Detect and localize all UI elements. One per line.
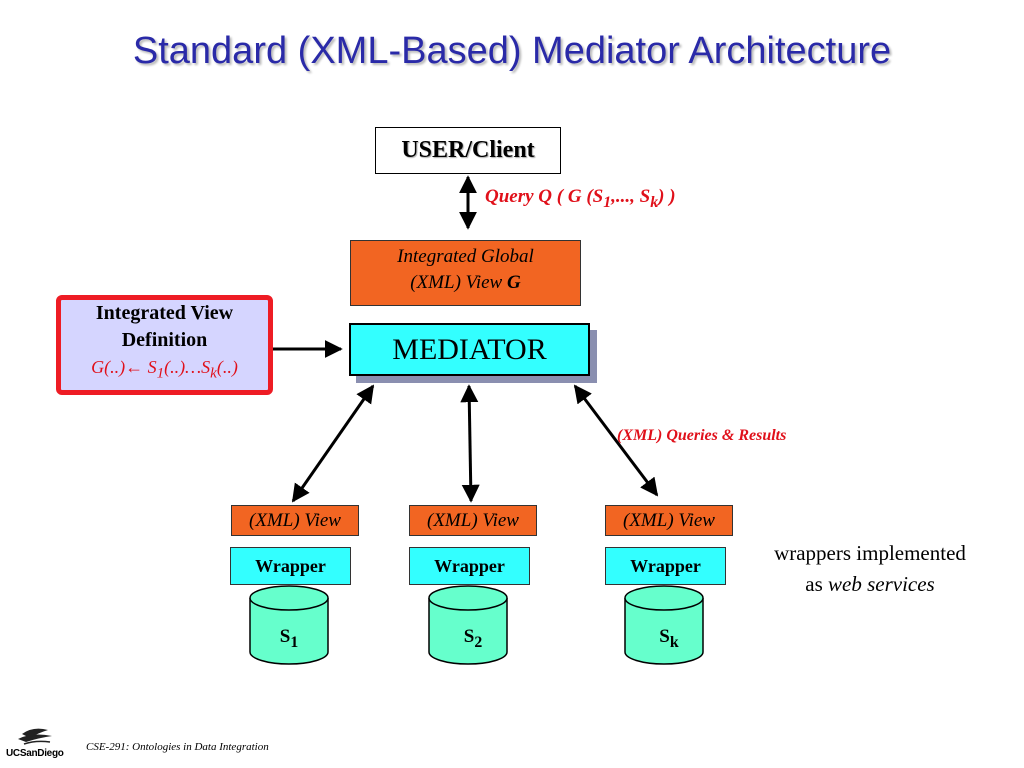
ucsd-logo-text: UCSanDiego: [6, 748, 64, 759]
source-1-xml-view: (XML) View: [231, 505, 359, 536]
source-cylinder-k: [624, 585, 704, 665]
integrated-view-definition-box: Integrated View Definition G(..)← S1(..)…: [56, 295, 273, 395]
ivd-formula: G(..)← S1(..)…Sk(..): [91, 357, 238, 382]
global-view-line1: Integrated Global: [397, 246, 534, 267]
user-client-box: USER/Client: [375, 127, 561, 174]
wrappers-note-line2: as web services: [805, 572, 935, 596]
ucsd-logo-icon: [18, 728, 52, 745]
source-2-xml-view: (XML) View: [409, 505, 537, 536]
wrappers-note: wrappers implemented as web services: [745, 538, 995, 600]
global-view-line2: (XML) View G: [410, 272, 521, 293]
wrappers-note-line1: wrappers implemented: [774, 541, 966, 565]
ivd-line1: Integrated View: [95, 302, 234, 324]
source-2-label: S2: [463, 626, 483, 651]
mediator-sourcek-arrow: [573, 384, 659, 497]
slide-title: Standard (XML-Based) Mediator Architectu…: [132, 30, 892, 72]
source-k-wrapper: Wrapper: [605, 547, 726, 585]
source-1-wrapper: Wrapper: [230, 547, 351, 585]
source-k-xml-view: (XML) View: [605, 505, 733, 536]
source-cylinder-1: [249, 585, 329, 665]
integrated-global-view-box: Integrated Global (XML) View G: [350, 240, 581, 306]
mediator-source1-arrow: [291, 384, 375, 503]
source-1-label: S1: [279, 626, 299, 651]
mediator-box: MEDIATOR: [349, 323, 590, 376]
source-2-wrapper: Wrapper: [409, 547, 530, 585]
source-cylinder-2: [428, 585, 508, 665]
mediator-source2-arrow: [460, 384, 480, 503]
queries-results-label: (XML) Queries & Results: [617, 427, 787, 444]
source-k-label: Sk: [659, 626, 679, 651]
ivd-line2: Definition: [121, 329, 208, 351]
query-label: Query Q ( G (S1,..., Sk) ): [485, 186, 676, 211]
footer-text: CSE-291: Ontologies in Data Integration: [86, 741, 269, 753]
